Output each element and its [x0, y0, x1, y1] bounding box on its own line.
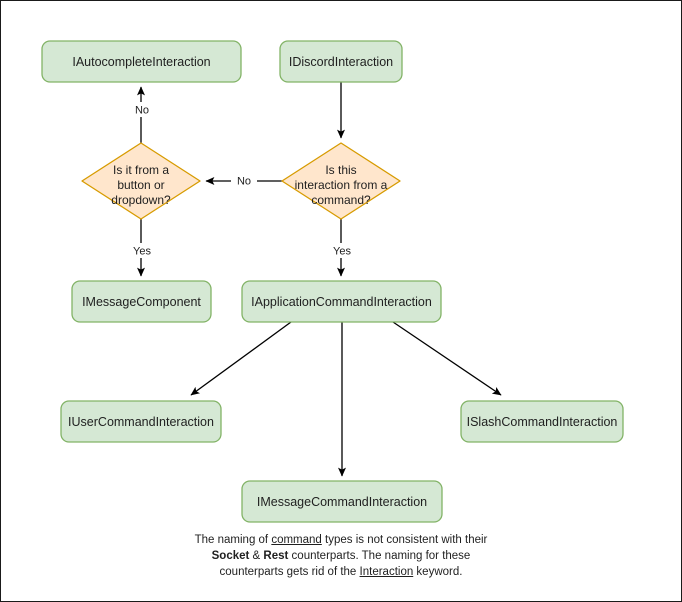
- caption-bold-socket: Socket: [211, 550, 250, 562]
- node-autocomplete-label: IAutocompleteInteraction: [72, 55, 210, 69]
- edge-appcommand-to-slashcommand: [392, 321, 502, 396]
- edge-label-bg-no-left: [231, 173, 257, 188]
- decision-is-it-from-a-button-or-dropdown[interactable]: Is it from a button or dropdown?: [81, 142, 201, 220]
- decision-button-shape[interactable]: [81, 142, 201, 220]
- node-message-command-interaction-label: IMessageCommandInteraction: [257, 495, 427, 509]
- decision-command-line-2: interaction from a: [295, 178, 388, 192]
- caption-ampersand: &: [249, 550, 264, 562]
- caption-line-1-part-2: types is not consistent with their: [321, 534, 488, 546]
- decision-button-line-1: Is it from a: [113, 163, 169, 177]
- edge-label-yes-appcommand: Yes: [333, 245, 351, 257]
- diagram-caption: The naming of command types is not consi…: [1, 532, 681, 580]
- node-message-command-interaction[interactable]: IMessageCommandInteraction: [241, 480, 443, 523]
- caption-line-1-part-1: The naming of: [194, 534, 272, 546]
- node-application-command-interaction-label: IApplicationCommandInteraction: [251, 295, 432, 309]
- edge-label-no-autocomplete: No: [135, 104, 149, 116]
- caption-line-1: The naming of command types is not consi…: [1, 532, 681, 548]
- node-message-component-shape[interactable]: [71, 280, 212, 323]
- edge-label-bg-yes-left: [128, 243, 157, 258]
- edge-label-no-button: No: [237, 175, 251, 187]
- node-autocomplete[interactable]: IAutocompleteInteraction: [41, 40, 242, 83]
- caption-line-3: counterparts gets rid of the Interaction…: [1, 564, 681, 580]
- edge-labels-layer: No No Yes Yes: [128, 102, 357, 258]
- node-message-component[interactable]: IMessageComponent: [71, 280, 212, 323]
- edge-label-bg-no-up: [129, 102, 155, 117]
- decision-command-line-1: Is this: [325, 163, 356, 177]
- node-autocomplete-shape[interactable]: [41, 40, 242, 83]
- caption-line-3-part-2: keyword.: [413, 566, 463, 578]
- decision-command-shape[interactable]: [281, 142, 401, 220]
- edge-label-bg-yes-right: [328, 243, 357, 258]
- caption-line-2: Socket & Rest counterparts. The naming f…: [1, 548, 681, 564]
- caption-line-2-rest: counterparts. The naming for these: [288, 550, 471, 562]
- node-discord-interaction-label: IDiscordInteraction: [289, 55, 393, 69]
- decision-button-line-2: button or: [117, 178, 164, 192]
- decision-is-this-interaction-from-a-command[interactable]: Is this interaction from a command?: [281, 142, 401, 220]
- edge-label-yes-component: Yes: [133, 245, 151, 257]
- node-application-command-interaction-shape[interactable]: [241, 280, 442, 323]
- node-slash-command-interaction-shape[interactable]: [460, 400, 624, 443]
- node-slash-command-interaction-label: ISlashCommandInteraction: [467, 415, 618, 429]
- caption-bold-rest: Rest: [263, 550, 289, 562]
- caption-line-3-part-1: counterparts gets rid of the: [219, 566, 360, 578]
- node-slash-command-interaction[interactable]: ISlashCommandInteraction: [460, 400, 624, 443]
- decision-command-line-3: command?: [311, 193, 371, 207]
- node-user-command-interaction-shape[interactable]: [60, 400, 222, 443]
- edge-appcommand-to-usercommand: [190, 321, 292, 396]
- node-message-command-interaction-shape[interactable]: [241, 480, 443, 523]
- node-discord-interaction[interactable]: IDiscordInteraction: [279, 40, 403, 83]
- node-user-command-interaction-label: IUserCommandInteraction: [68, 415, 214, 429]
- caption-underline-command: command: [271, 534, 322, 546]
- caption-underline-interaction: Interaction: [359, 566, 414, 578]
- node-message-component-label: IMessageComponent: [82, 295, 201, 309]
- node-application-command-interaction[interactable]: IApplicationCommandInteraction: [241, 280, 442, 323]
- node-user-command-interaction[interactable]: IUserCommandInteraction: [60, 400, 222, 443]
- node-discord-interaction-shape[interactable]: [279, 40, 403, 83]
- decision-button-line-3: dropdown?: [111, 193, 171, 207]
